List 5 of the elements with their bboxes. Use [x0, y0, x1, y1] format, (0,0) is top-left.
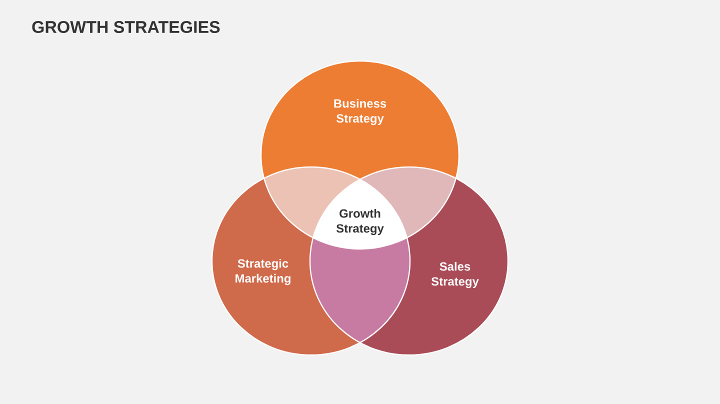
region-label: Strategic Marketing	[236, 258, 290, 286]
region-label: Business Strategy	[334, 98, 386, 126]
title: GROWTH STRATEGIES	[32, 21, 220, 33]
region-label: Sales Strategy	[431, 262, 479, 288]
region-label: Growth Strategy	[336, 208, 384, 236]
